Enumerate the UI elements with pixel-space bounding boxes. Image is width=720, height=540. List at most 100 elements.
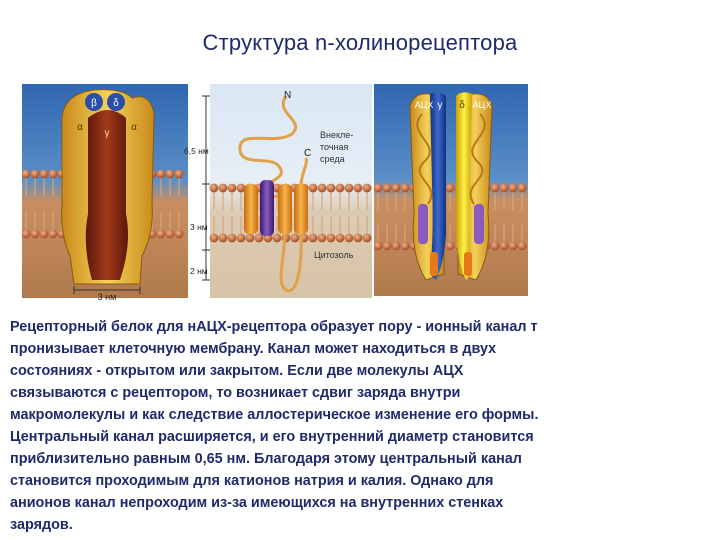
ach-right-label: АЦХ [473, 100, 492, 110]
lipid-head [317, 233, 327, 243]
lipid-head [517, 183, 527, 193]
gamma-label: γ [105, 128, 110, 139]
lipid-head [374, 241, 383, 251]
lipid-head [445, 183, 455, 193]
lipid-head [400, 183, 410, 193]
lipid-head [490, 241, 500, 251]
description-line: пронизывает клеточную мембрану. Канал мо… [10, 341, 497, 357]
extracellular-label-3: среда [320, 154, 345, 164]
lipid-head [344, 183, 354, 193]
lipid-head [30, 169, 40, 179]
lipid-head [335, 233, 345, 243]
lipid-head [227, 233, 237, 243]
lipid-head [391, 183, 401, 193]
lipid-head [445, 241, 455, 251]
beta-subunit-cap [85, 93, 103, 111]
lipid-head [344, 233, 354, 243]
dimension-label-3: 3 нм [190, 222, 208, 232]
lipid-head [30, 229, 40, 239]
lipid-head [326, 183, 336, 193]
description-paragraph: Рецепторный белок для нАЦХ-рецептора обр… [10, 316, 690, 536]
lipid-head [382, 241, 392, 251]
width-label: 3 нм [98, 292, 117, 302]
alpha-left-label: α [77, 122, 83, 133]
receptor-cross-section-figure: β δ α α γ 3 нм [22, 84, 188, 304]
description-line: приблизительно равным 0,65 нм. Благодаря… [10, 451, 522, 467]
lipid-head [218, 233, 228, 243]
lipid-head [400, 241, 410, 251]
lipid-head [227, 183, 237, 193]
lipid-head [335, 183, 345, 193]
lipid-head [499, 241, 509, 251]
beta-label: β [91, 98, 97, 109]
description-line: зарядов. [10, 517, 73, 533]
extracellular-label-1: Внекле- [320, 130, 353, 140]
delta-label: δ [459, 100, 465, 111]
description-line: Центральный канал расширяется, и его вну… [10, 429, 534, 445]
lipid-head [382, 183, 392, 193]
lipid-head [353, 183, 363, 193]
lipid-head [353, 233, 363, 243]
cytosol-label: Цитозоль [314, 250, 354, 260]
lipid-head [174, 229, 184, 239]
gamma-subunit [430, 92, 446, 281]
lipid-head [22, 229, 31, 239]
description-line: состояниях - открытом или закрытом. Если… [10, 363, 464, 379]
ion-pore [85, 110, 128, 280]
lipid-head [236, 233, 246, 243]
lipid-head [209, 183, 219, 193]
lipid-head [317, 183, 327, 193]
subunit-topology-figure: 6,5 нм 3 нм 2 нм N C Внекле- точная сред… [178, 84, 372, 304]
lipid-head [308, 233, 318, 243]
lipid-head [174, 169, 184, 179]
ach-left-label: АЦХ [415, 100, 434, 110]
helix-bottom-right [464, 252, 472, 276]
delta-label: δ [113, 98, 119, 109]
dimension-label-6-5: 6,5 нм [184, 146, 209, 156]
lipid-head [236, 183, 246, 193]
lipid-head [22, 169, 31, 179]
lipid-head [39, 229, 49, 239]
extracellular-label-2: точная [320, 142, 348, 152]
dimension-label-2: 2 нм [190, 266, 208, 276]
page-title: Структура n-холинорецептора [202, 30, 518, 55]
helix-left [418, 204, 428, 244]
helix-bottom-left [430, 252, 438, 276]
description-line: становится проходимым для катионов натри… [10, 473, 494, 489]
lipid-head [245, 233, 255, 243]
lipid-head [165, 169, 175, 179]
description-line: анионов канал непроходим из-за имеющихся… [10, 495, 504, 511]
description-line: связываются с рецептором, то возникает с… [10, 385, 461, 401]
helix-m4 [294, 184, 308, 234]
alpha-right-label: α [131, 122, 137, 133]
c-terminal-label: C [304, 148, 311, 159]
cytoplasmic-loop [279, 233, 303, 293]
description-line: Рецепторный белок для нАЦХ-рецептора обр… [10, 319, 538, 335]
lipid-head [218, 183, 228, 193]
lipid-head [272, 233, 282, 243]
description-line: макромолекулы и как следствие аллостерич… [10, 407, 539, 423]
n-terminal-label: N [284, 90, 291, 101]
assembled-receptor-figure: АЦХ γ δ АЦХ [374, 84, 528, 296]
lipid-head [156, 229, 166, 239]
lipid-head [165, 229, 175, 239]
lipid-head [362, 233, 372, 243]
lipid-head [254, 233, 264, 243]
lipid-head [290, 233, 300, 243]
lipid-head [490, 183, 500, 193]
lipid-head [209, 233, 219, 243]
lipid-head [374, 183, 383, 193]
lipid-head [39, 169, 49, 179]
lipid-head [517, 241, 527, 251]
lipid-head [48, 169, 58, 179]
lipid-head [156, 169, 166, 179]
lipid-head [326, 233, 336, 243]
lipid-head [391, 241, 401, 251]
lipid-head [508, 183, 518, 193]
lipid-head [308, 183, 318, 193]
helix-m3 [278, 184, 292, 234]
lipid-head [48, 229, 58, 239]
helix-m1 [244, 184, 258, 234]
lipid-head [499, 183, 509, 193]
delta-subunit [456, 92, 472, 281]
